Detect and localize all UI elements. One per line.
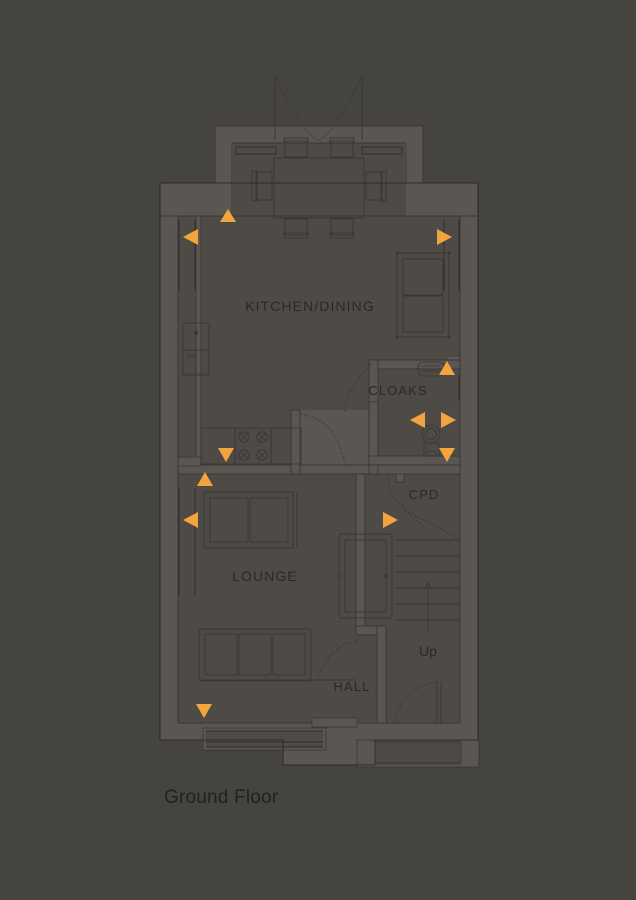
cloaks-wc [421,424,441,457]
marker-cloaks-bottom [439,448,455,462]
kitchen-sofa [395,251,451,339]
marker-lounge-left-window [183,512,198,528]
marker-kitchen-left-window [183,229,198,245]
marker-kitchen-top-left [220,209,236,222]
marker-kitchen-right-window [437,229,452,245]
marker-lounge-top-left [197,472,213,486]
room-label-cpd: CPD [409,487,440,502]
room-label-cloaks: CLOAKS [368,383,427,398]
dimension-markers [183,209,456,718]
kitchen-hob [200,427,302,465]
marker-cloaks-left [410,412,425,428]
room-label-kitchen-dining: KITCHEN/DINING [245,298,375,314]
room-floors [178,143,461,765]
kitchen-sink [182,322,210,376]
dining-table [251,137,387,239]
lounge-sofa-bottom [198,628,312,682]
lounge-tv-unit [338,533,393,619]
french-doors [232,75,406,144]
page-title: Ground Floor [164,787,279,808]
staircase [396,509,460,632]
front-porch [311,717,462,764]
marker-hall-cpd-right [383,512,398,528]
marker-cloaks-top [439,361,455,375]
room-label-hall: HALL [334,679,371,694]
internal-walls [159,182,479,766]
door-swings [299,362,442,724]
marker-cloaks-right [441,412,456,428]
marker-lounge-bottom [196,704,212,718]
stairs-direction-label: Up [419,643,437,659]
room-labels: KITCHEN/DINING CLOAKS CPD LOUNGE HALL Up [232,298,440,694]
room-label-lounge: LOUNGE [232,568,298,584]
lounge-sofa-top [203,491,298,549]
marker-kitchen-bottom [218,448,234,462]
